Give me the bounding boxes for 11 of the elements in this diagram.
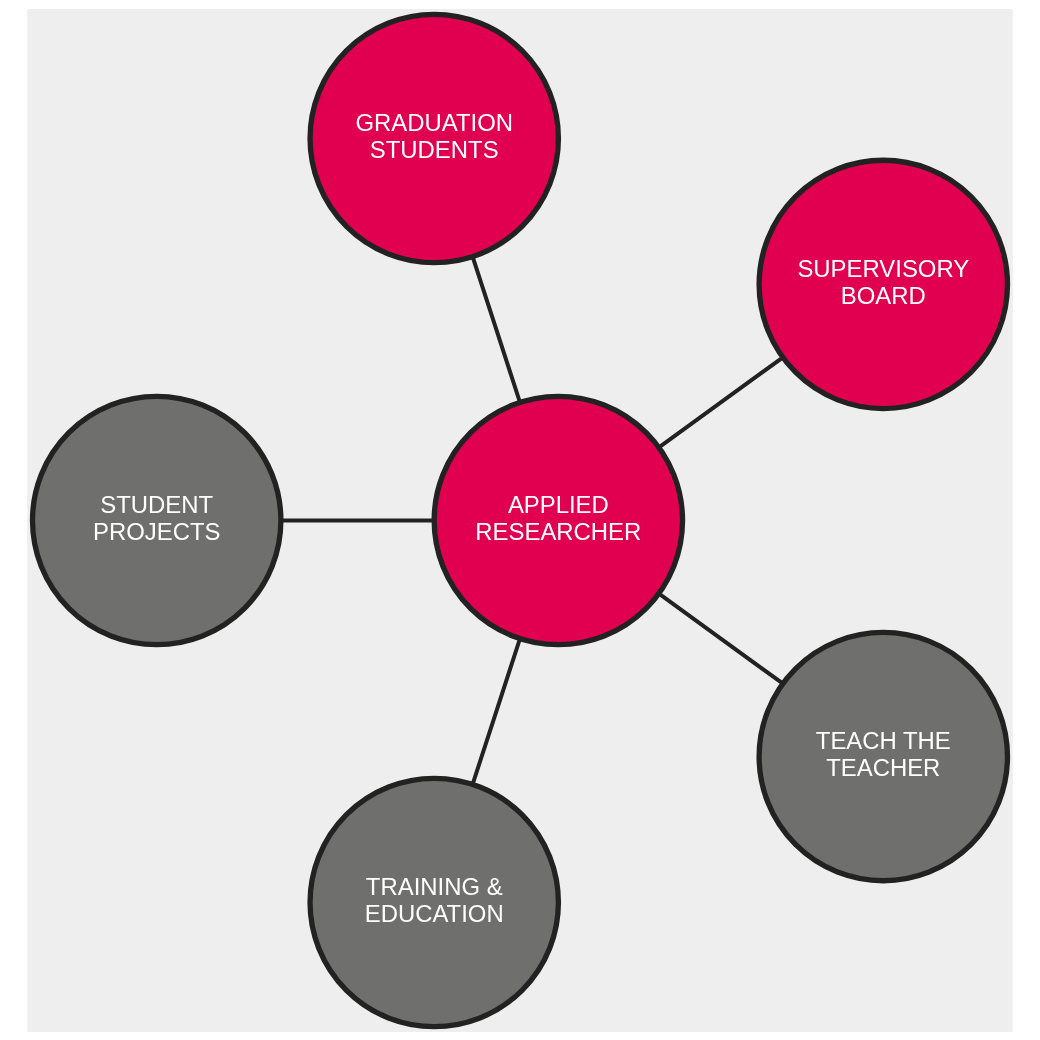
- connector: [470, 255, 522, 403]
- connector: [657, 591, 784, 685]
- node-circle: TRAINING & EDUCATION: [307, 775, 562, 1029]
- node-circle: GRADUATION STUDENTS: [307, 11, 562, 265]
- node-circle: APPLIED RESEARCHER: [431, 393, 686, 647]
- connector: [281, 518, 434, 522]
- node-circle: TEACH THE TEACHER: [756, 629, 1011, 883]
- node-circle: SUPERVISORY BOARD: [756, 157, 1011, 411]
- connector: [470, 637, 522, 785]
- connector: [657, 355, 784, 449]
- node-circle: STUDENT PROJECTS: [29, 393, 284, 647]
